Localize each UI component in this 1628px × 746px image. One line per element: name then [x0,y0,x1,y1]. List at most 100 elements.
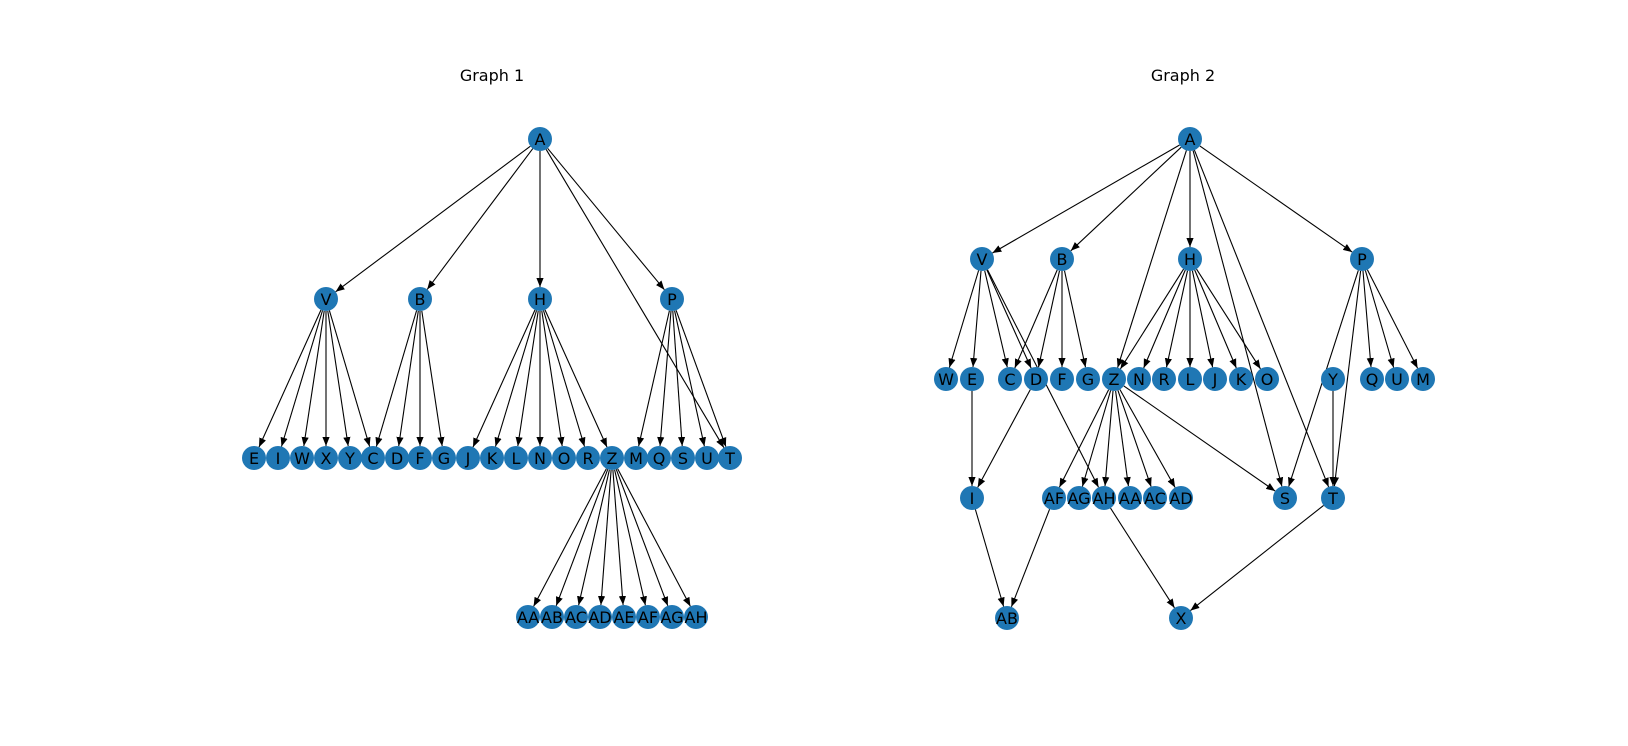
node-label-j: J [1212,370,1218,389]
node-af[interactable] [1042,486,1066,510]
node-i[interactable] [266,446,290,470]
node-u[interactable] [1385,367,1409,391]
node-label-i: I [970,489,975,508]
node-q[interactable] [1360,367,1384,391]
node-ad[interactable] [1169,486,1193,510]
node-g[interactable] [432,446,456,470]
node-k[interactable] [480,446,504,470]
edge-a-p [1199,145,1353,253]
node-aa[interactable] [516,605,540,629]
node-x[interactable] [314,446,338,470]
node-e[interactable] [242,446,266,470]
node-ab[interactable] [540,605,564,629]
node-s[interactable] [671,446,695,470]
edge-z-ad [597,469,612,606]
node-label-a: A [1185,130,1196,149]
node-y[interactable] [1321,367,1345,391]
node-ag[interactable] [1067,486,1091,510]
node-ah[interactable] [684,605,708,629]
edge-z-ac [577,469,610,606]
node-ac[interactable] [564,605,588,629]
edge-b-g [1063,270,1088,368]
node-ad[interactable] [588,605,612,629]
edge-h-z [1119,268,1185,370]
node-label-f: F [1057,370,1066,389]
node-p[interactable] [660,287,684,311]
node-b[interactable] [1050,247,1074,271]
edge-a-b [1070,146,1182,252]
node-q[interactable] [647,446,671,470]
node-r[interactable] [1152,367,1176,391]
node-a[interactable] [1178,127,1202,151]
node-r[interactable] [576,446,600,470]
node-ac[interactable] [1143,486,1167,510]
node-label-q: Q [1366,370,1379,389]
node-a[interactable] [528,127,552,151]
node-y[interactable] [338,446,362,470]
node-u[interactable] [695,446,719,470]
edge-z-ah [1102,390,1114,487]
edge-t-x [1190,504,1324,612]
node-af[interactable] [636,605,660,629]
node-l[interactable] [1178,367,1202,391]
node-n[interactable] [1127,367,1151,391]
node-j[interactable] [456,446,480,470]
node-v[interactable] [970,247,994,271]
node-label-p: P [667,290,677,309]
edge-a-v [335,145,531,293]
node-ab[interactable] [995,606,1019,630]
node-aa[interactable] [1118,486,1142,510]
node-i[interactable] [960,486,984,510]
node-label-b: B [415,290,426,309]
node-o[interactable] [1255,367,1279,391]
node-ag[interactable] [660,605,684,629]
edge-a-b [426,148,534,290]
node-b[interactable] [408,287,432,311]
node-m[interactable] [1411,367,1435,391]
node-w[interactable] [290,446,314,470]
node-s[interactable] [1273,486,1297,510]
node-d[interactable] [1024,367,1048,391]
node-h[interactable] [528,287,552,311]
node-label-r: R [1158,370,1169,389]
node-c[interactable] [998,367,1022,391]
node-w[interactable] [934,367,958,391]
node-ah[interactable] [1092,486,1116,510]
node-z[interactable] [600,446,624,470]
node-h[interactable] [1178,247,1202,271]
edge-v-d [986,269,1032,369]
node-c[interactable] [361,446,385,470]
node-n[interactable] [528,446,552,470]
node-ae[interactable] [612,605,636,629]
node-label-o: O [1261,370,1274,389]
node-f[interactable] [1050,367,1074,391]
node-label-w: W [294,449,310,468]
node-label-n: N [1133,370,1145,389]
node-k[interactable] [1229,367,1253,391]
node-t[interactable] [718,446,742,470]
node-d[interactable] [385,446,409,470]
node-label-z: Z [607,449,618,468]
node-v[interactable] [314,287,338,311]
node-x[interactable] [1169,606,1193,630]
node-f[interactable] [408,446,432,470]
node-label-f: F [415,449,424,468]
node-t[interactable] [1321,486,1345,510]
node-e[interactable] [960,367,984,391]
node-j[interactable] [1203,367,1227,391]
edge-h-o [1196,268,1261,370]
node-label-k: K [1236,370,1247,389]
node-g[interactable] [1076,367,1100,391]
node-z[interactable] [1102,367,1126,391]
node-label-e: E [249,449,259,468]
edge-h-n [1143,269,1186,369]
node-o[interactable] [552,446,576,470]
node-m[interactable] [624,446,648,470]
edge-p-q [657,310,672,447]
node-label-n: N [534,449,546,468]
node-p[interactable] [1350,247,1374,271]
node-label-w: W [938,370,954,389]
node-l[interactable] [504,446,528,470]
